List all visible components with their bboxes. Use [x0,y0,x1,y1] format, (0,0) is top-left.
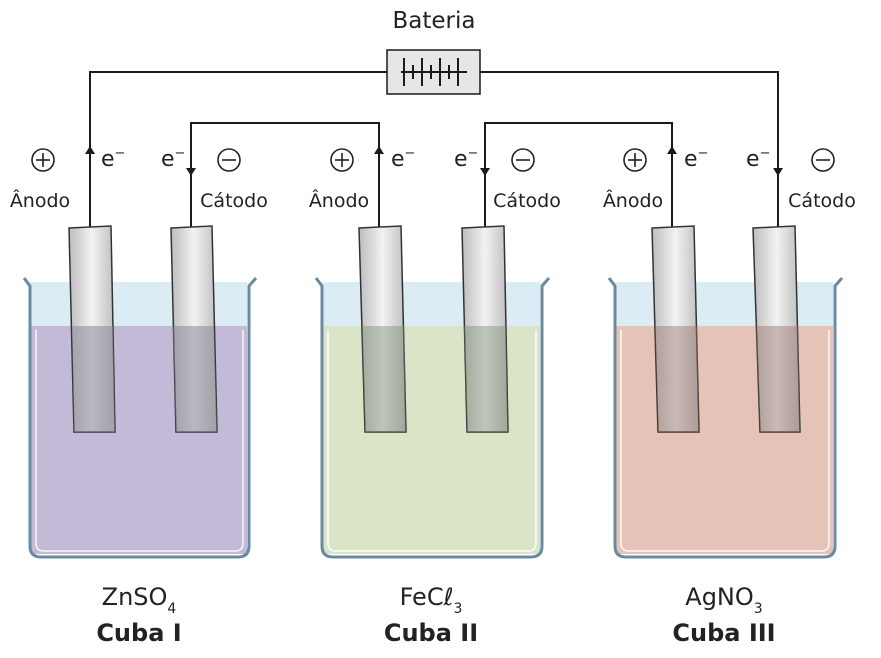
battery-plates-icon [401,58,467,86]
cell-name-1: Cuba I [96,619,181,647]
solution-formula-1: ZnSO4 [102,583,177,617]
electron-label: e− [161,146,185,172]
cell-name-3: Cuba III [672,619,775,647]
battery-label: Bateria [393,8,476,34]
battery: Bateria [386,8,481,95]
polarity-signs [31,148,835,172]
cathode-label: Cátodo [788,190,856,212]
anode-electrode-3 [651,225,700,433]
circuit-wires [89,71,779,228]
electron-label: e− [746,146,770,172]
electron-labels: e− e− e− e− e− e− [101,146,770,172]
glass-air-gap [322,282,540,326]
wire-cathode-1-to-anode-2 [190,122,380,228]
solution-3 [615,326,833,554]
wire-cathode-2-to-anode-3 [484,122,673,228]
electron-label: e− [391,146,415,172]
solution-formula-2: FeCℓ3 [400,583,463,617]
cell-1 [22,225,258,559]
glass-air-gap [615,282,833,326]
minus-sign-icon [511,148,535,172]
cathode-label: Cátodo [200,190,268,212]
plus-sign-icon [623,148,647,172]
beaker-3 [607,277,844,559]
beaker-2 [314,277,551,559]
anode-electrode-2 [358,225,407,433]
electron-flow-arrows [85,146,783,176]
electrode-labels: Ânodo Cátodo Ânodo Cátodo Ânodo Cátodo [10,189,856,212]
solution-formulas: ZnSO4 FeCℓ3 AgNO3 [102,583,763,617]
electron-label: e− [684,146,708,172]
cell-3 [607,225,844,559]
wire-battery-to-anode-1 [89,71,387,228]
anode-label: Ânodo [603,189,663,212]
plus-sign-icon [330,148,354,172]
electron-label: e− [454,146,478,172]
cell-names: Cuba I Cuba II Cuba III [96,619,775,647]
minus-sign-icon [217,148,241,172]
anode-label: Ânodo [10,189,70,212]
cell-2 [314,225,551,559]
electron-label: e− [101,146,125,172]
solution-formula-3: AgNO3 [685,583,762,617]
anode-label: Ânodo [309,189,369,212]
plus-sign-icon [31,148,55,172]
cathode-electrode-2 [461,225,509,433]
cathode-electrode-3 [752,225,801,433]
beaker-1 [22,277,258,559]
cathode-label: Cátodo [493,190,561,212]
wire-battery-to-cathode-3 [480,71,779,228]
minus-sign-icon [811,148,835,172]
cell-name-2: Cuba II [384,619,478,647]
